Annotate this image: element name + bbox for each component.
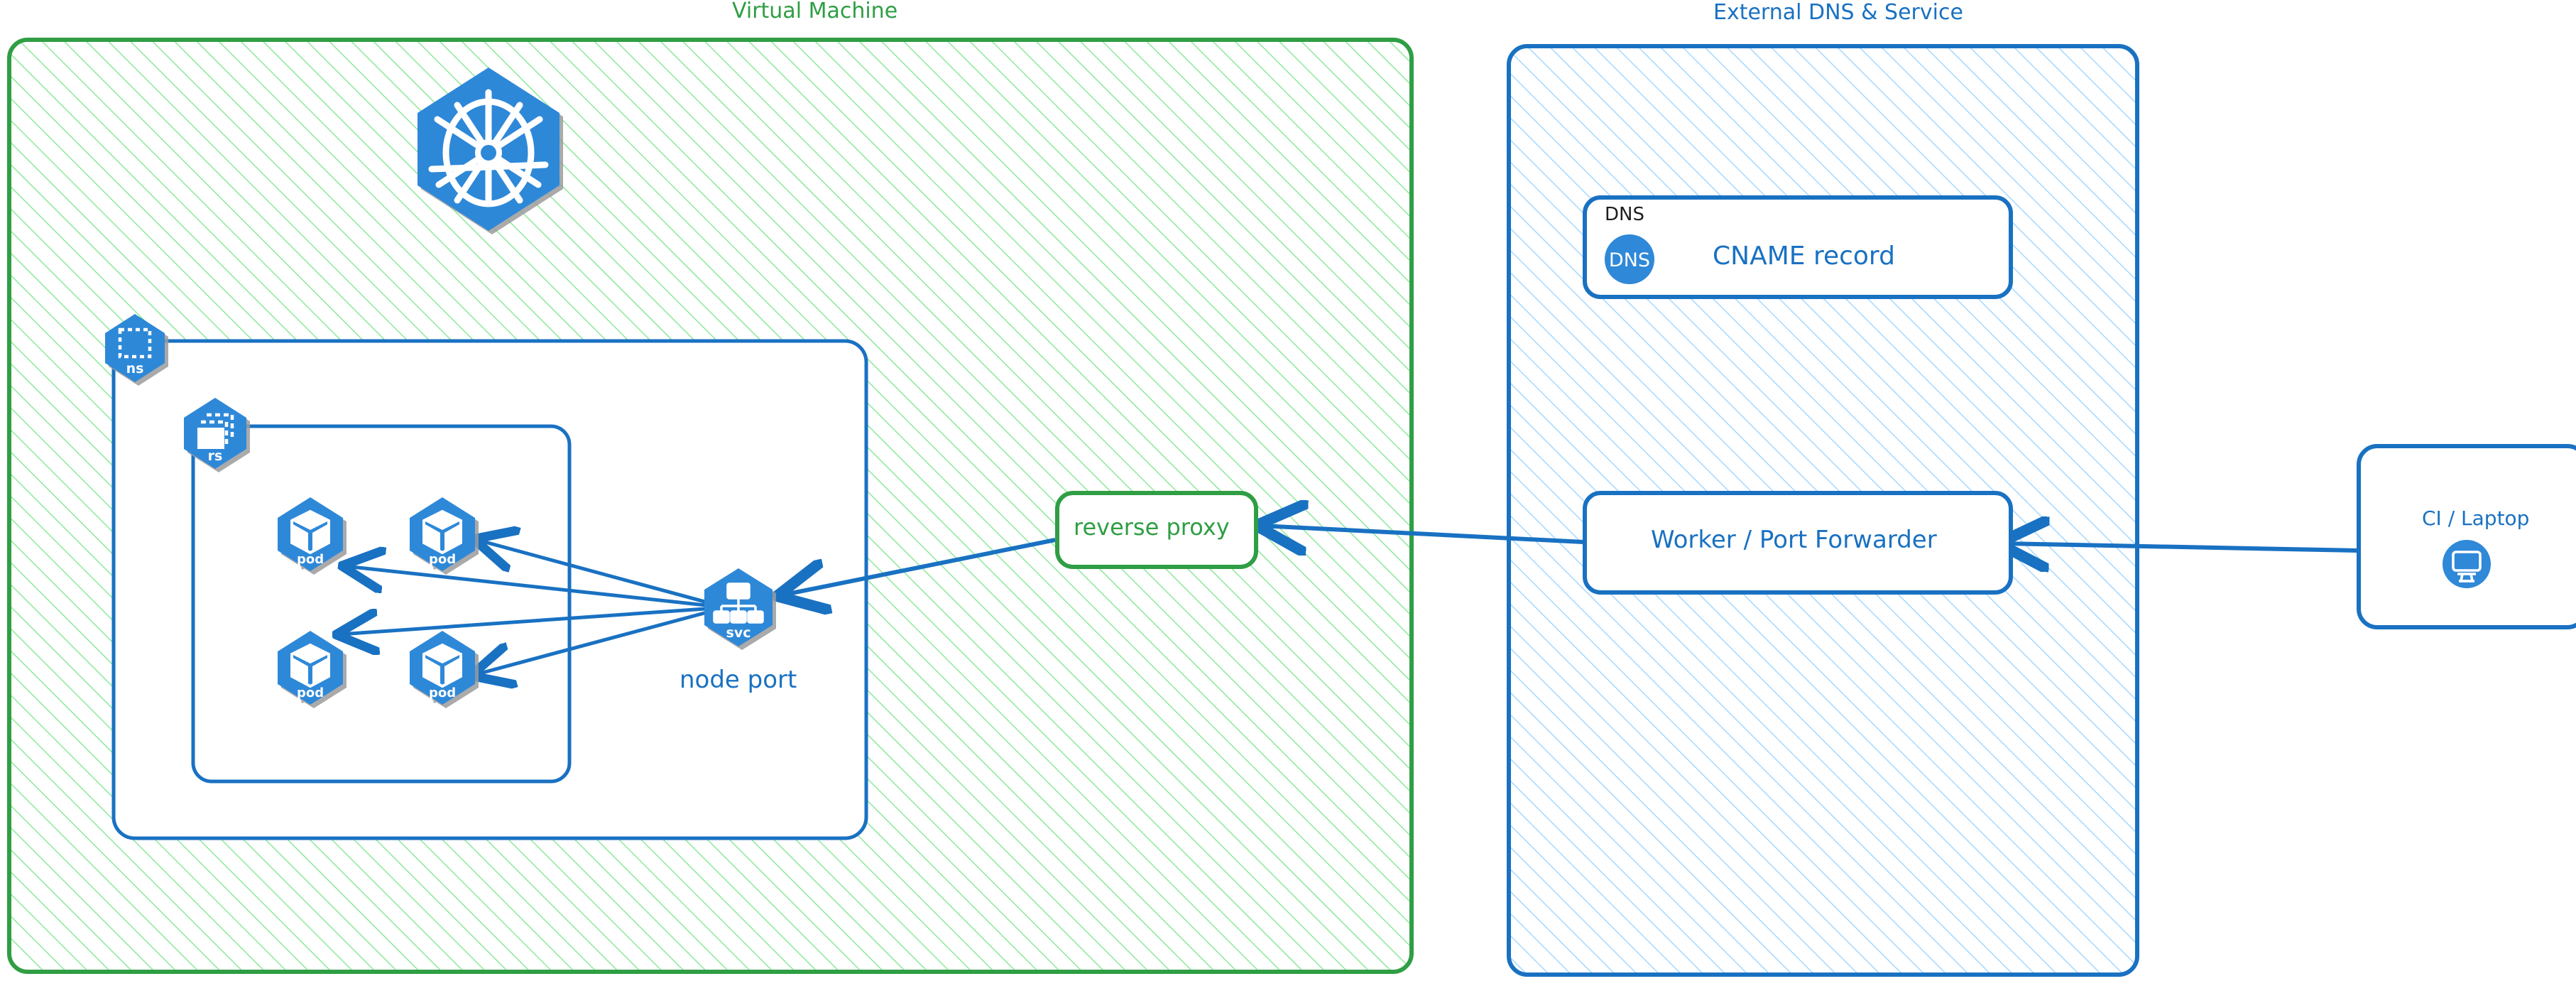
- replicaset-badge-label: rs: [208, 448, 223, 464]
- external-dns-service-title: External DNS & Service: [1713, 0, 1963, 25]
- service-badge-label: svc: [726, 625, 751, 641]
- pod-badge-label: pod: [429, 552, 456, 567]
- worker-box[interactable]: [1583, 491, 2013, 595]
- dns-card-title: DNS: [1605, 204, 1644, 225]
- dns-icon-label: DNS: [1609, 249, 1650, 271]
- cname-record-label: CNAME record: [1713, 242, 1895, 271]
- edge-worker-to-reverse-proxy: [1260, 526, 1584, 542]
- edge-svc-pod-4: [474, 605, 726, 675]
- pod-icon-3: pod: [278, 631, 343, 705]
- ci-laptop-box[interactable]: [2357, 444, 2576, 629]
- edge-ci-laptop-to-worker: [2002, 543, 2358, 551]
- monitor-icon: [2443, 540, 2491, 588]
- replicaset-container: [191, 424, 572, 784]
- pod-icon-4: pod: [410, 631, 475, 705]
- edge-reverse-proxy-to-service: [781, 538, 1056, 595]
- namespace-badge-label: ns: [126, 361, 144, 376]
- pod-icon-1: pod: [278, 497, 343, 571]
- dns-card[interactable]: [1583, 195, 2013, 299]
- service-icon: svc: [704, 568, 773, 646]
- pod-badge-label: pod: [429, 686, 456, 700]
- pod-badge-label: pod: [297, 552, 324, 567]
- pod-icon-2: pod: [410, 497, 475, 571]
- edge-svc-pod-3: [339, 605, 726, 634]
- edges-service-to-pods: [339, 540, 726, 675]
- node-port-label: node port: [680, 666, 797, 694]
- namespace-icon: ns: [105, 314, 165, 382]
- virtual-machine-title: Virtual Machine: [732, 0, 898, 23]
- replicaset-icon: rs: [184, 398, 246, 469]
- kubernetes-logo: [417, 67, 560, 231]
- edge-svc-pod-2: [477, 540, 726, 610]
- pod-badge-label: pod: [297, 686, 324, 700]
- ci-laptop-label: CI / Laptop: [2422, 506, 2530, 530]
- worker-label: Worker / Port Forwarder: [1651, 526, 1937, 554]
- dns-icon: [1605, 234, 1654, 284]
- reverse-proxy-label: reverse proxy: [1074, 514, 1230, 541]
- edge-svc-pod-1: [345, 566, 726, 610]
- reverse-proxy-box[interactable]: [1055, 491, 1258, 569]
